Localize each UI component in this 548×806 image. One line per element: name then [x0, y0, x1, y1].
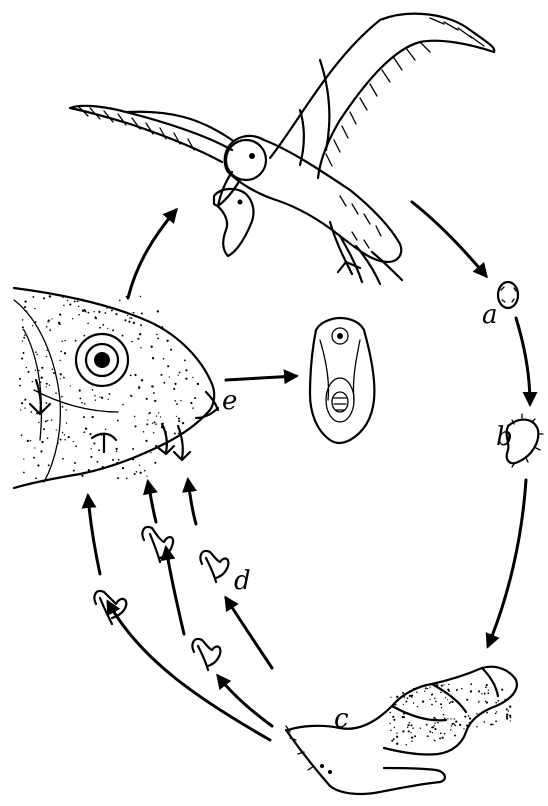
- seabird-icon: [70, 14, 494, 284]
- arrow-cercaria-up-4: [166, 548, 184, 634]
- snail-icon: [286, 667, 517, 794]
- arrow-bird-to-egg: [412, 202, 486, 276]
- label-b: b: [496, 424, 513, 450]
- cercaria-icon: [94, 527, 228, 670]
- arrow-fish-to-metacercaria: [226, 376, 296, 380]
- arrow-fish-to-bird: [128, 210, 176, 298]
- label-d: d: [234, 568, 251, 594]
- arrow-cercaria-up-3: [188, 480, 196, 524]
- arrow-cercaria-up-1: [88, 496, 100, 574]
- arrow-snail-to-fish-1: [108, 602, 270, 740]
- label-e: e: [222, 388, 237, 414]
- label-a: a: [482, 302, 498, 328]
- label-c: c: [334, 706, 349, 732]
- cycle-arrows: [88, 202, 530, 740]
- metacercaria-icon: [310, 318, 374, 443]
- arrow-snail-to-fish-3: [226, 598, 272, 668]
- arrow-miracidium-to-snail: [488, 480, 526, 646]
- arrow-egg-to-miracidium: [516, 318, 530, 404]
- egg-icon: [498, 282, 518, 308]
- fish-head-icon: [14, 288, 218, 488]
- arrow-cercaria-up-2: [148, 482, 156, 522]
- arrow-snail-to-fish-2: [218, 676, 272, 726]
